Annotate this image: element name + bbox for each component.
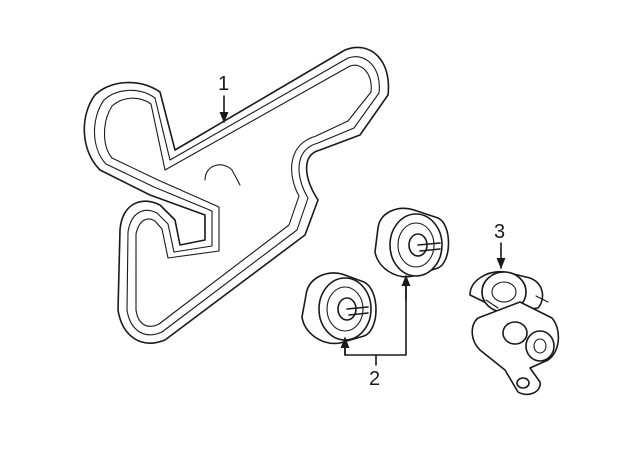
serpentine-belt: [83, 46, 390, 344]
callout-1: 1: [218, 73, 229, 124]
callout-3-label: 3: [494, 221, 505, 243]
idler-pulley-lower: [301, 272, 377, 345]
callout-3: 3: [494, 221, 506, 270]
belt-tensioner: [469, 270, 560, 396]
idler-pulley-upper: [374, 207, 450, 278]
callout-1-label: 1: [218, 73, 229, 95]
callout-2-label: 2: [369, 368, 380, 390]
callout-2: 2: [340, 274, 411, 390]
